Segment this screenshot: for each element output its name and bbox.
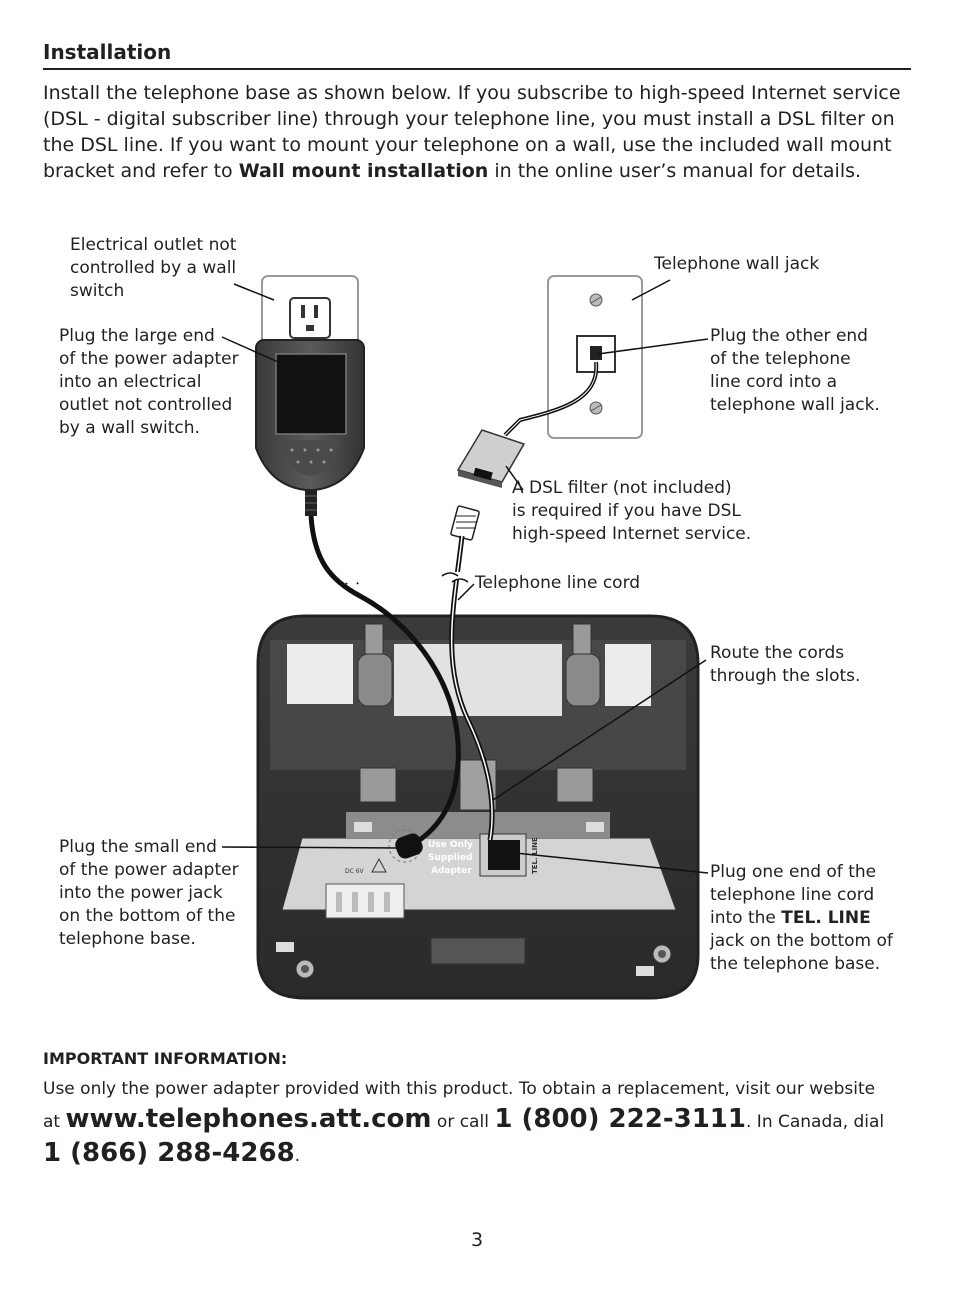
callout-dsl-filter: A DSL filter (not included) is required … [512,477,751,546]
callout-plug-small-line: of the power adapter [59,860,239,880]
base-label-dc: DC 6V [345,868,365,875]
callout-plug-other: Plug the other end of the telephone line… [710,325,880,417]
callout-plug-small: Plug the small end of the power adapter … [59,836,239,951]
important-period: . [294,1146,301,1166]
telephone-base: Use Only Supplied Adapter TEL. LINE DC 6… [256,614,700,1000]
callout-plug-large-line: of the power adapter [59,349,239,369]
leader-lines [221,279,709,874]
telephone-wall-jack [547,275,643,439]
base-label-adapter: Adapter [431,866,472,876]
important-canada-phone: 1 (866) 288-4268. [43,1138,300,1168]
callout-plug-one: Plug one end of the telephone line cord … [710,861,893,976]
important-title: IMPORTANT INFORMATION: [43,1049,288,1068]
callout-plug-large-line: into an electrical [59,372,202,392]
callout-route-line: Route the cords [710,643,845,663]
wall-mount-reference: Wall mount installation [238,160,489,182]
callout-plug-other-line: telephone wall jack. [710,395,880,415]
callout-plug-small-line: on the bottom of the [59,906,236,926]
intro-text: Install the telephone base as shown belo… [43,82,901,182]
important-body: Use only the power adapter provided with… [43,1079,876,1099]
installation-diagram: Use Only Supplied Adapter TEL. LINE DC 6… [221,275,709,1000]
power-cord [308,515,461,849]
callout-plug-other-line: Plug the other end [710,326,868,346]
important-canada: . In Canada, dial [746,1112,885,1132]
website-link[interactable]: www.telephones.att.com [65,1104,432,1134]
important-or-call: or call [431,1112,495,1132]
callout-outlet-line: switch [70,281,125,301]
section-heading: Installation [43,40,172,64]
callout-dsl-line: A DSL filter (not included) [512,478,732,498]
page-number: 3 [470,1229,484,1251]
base-label-supplied: Supplied [428,853,473,863]
important-at: at [43,1112,66,1132]
intro-paragraph: Install the telephone base as shown belo… [43,80,923,184]
callout-dsl-line: is required if you have DSL [512,501,741,521]
callout-plug-other-line: line cord into a [710,372,838,392]
callout-dsl-line: high-speed Internet service. [512,524,752,544]
callout-outlet-line: Electrical outlet not [70,235,237,255]
callout-plug-large-line: Plug the large end [59,326,215,346]
callout-plug-one-line: telephone line cord [710,885,875,905]
callout-plug-one-line: jack on the bottom of [710,931,893,951]
callout-plug-one-line: the telephone base. [710,954,881,974]
phone-us: 1 (800) 222-3111 [494,1104,746,1134]
callout-plug-small-line: telephone base. [59,929,196,949]
telephone-line-cord-plug [450,505,480,541]
important-contact: at www.telephones.att.com or call 1 (800… [43,1104,923,1134]
base-label-use-only: Use Only [428,840,473,850]
callout-plug-small-line: into the power jack [59,883,223,903]
callout-wall-jack: Telephone wall jack [654,254,820,274]
callout-plug-large-line: outlet not controlled [59,395,233,415]
callout-plug-other-line: of the telephone [710,349,851,369]
callout-plug-one-line: into the TEL. LINE [710,907,893,930]
heading-rule [43,68,911,70]
intro-text-end: in the online user’s manual for details. [488,160,862,182]
callout-plug-large-line: by a wall switch. [59,418,200,438]
callout-plug-one-line: Plug one end of the [710,862,877,882]
callout-plug-one-text: into the [710,908,782,928]
tel-line-label: TEL. LINE [781,908,871,928]
callout-route-cords: Route the cords through the slots. [710,642,860,688]
callout-route-line: through the slots. [710,666,861,686]
callout-line-cord: Telephone line cord [475,573,641,593]
phone-canada: 1 (866) 288-4268 [43,1138,295,1168]
callout-outlet-line: controlled by a wall [70,258,237,278]
callout-plug-large: Plug the large end of the power adapter … [59,325,239,440]
power-adapter [255,339,365,516]
callout-outlet: Electrical outlet not controlled by a wa… [70,234,236,303]
callout-plug-small-line: Plug the small end [59,837,217,857]
